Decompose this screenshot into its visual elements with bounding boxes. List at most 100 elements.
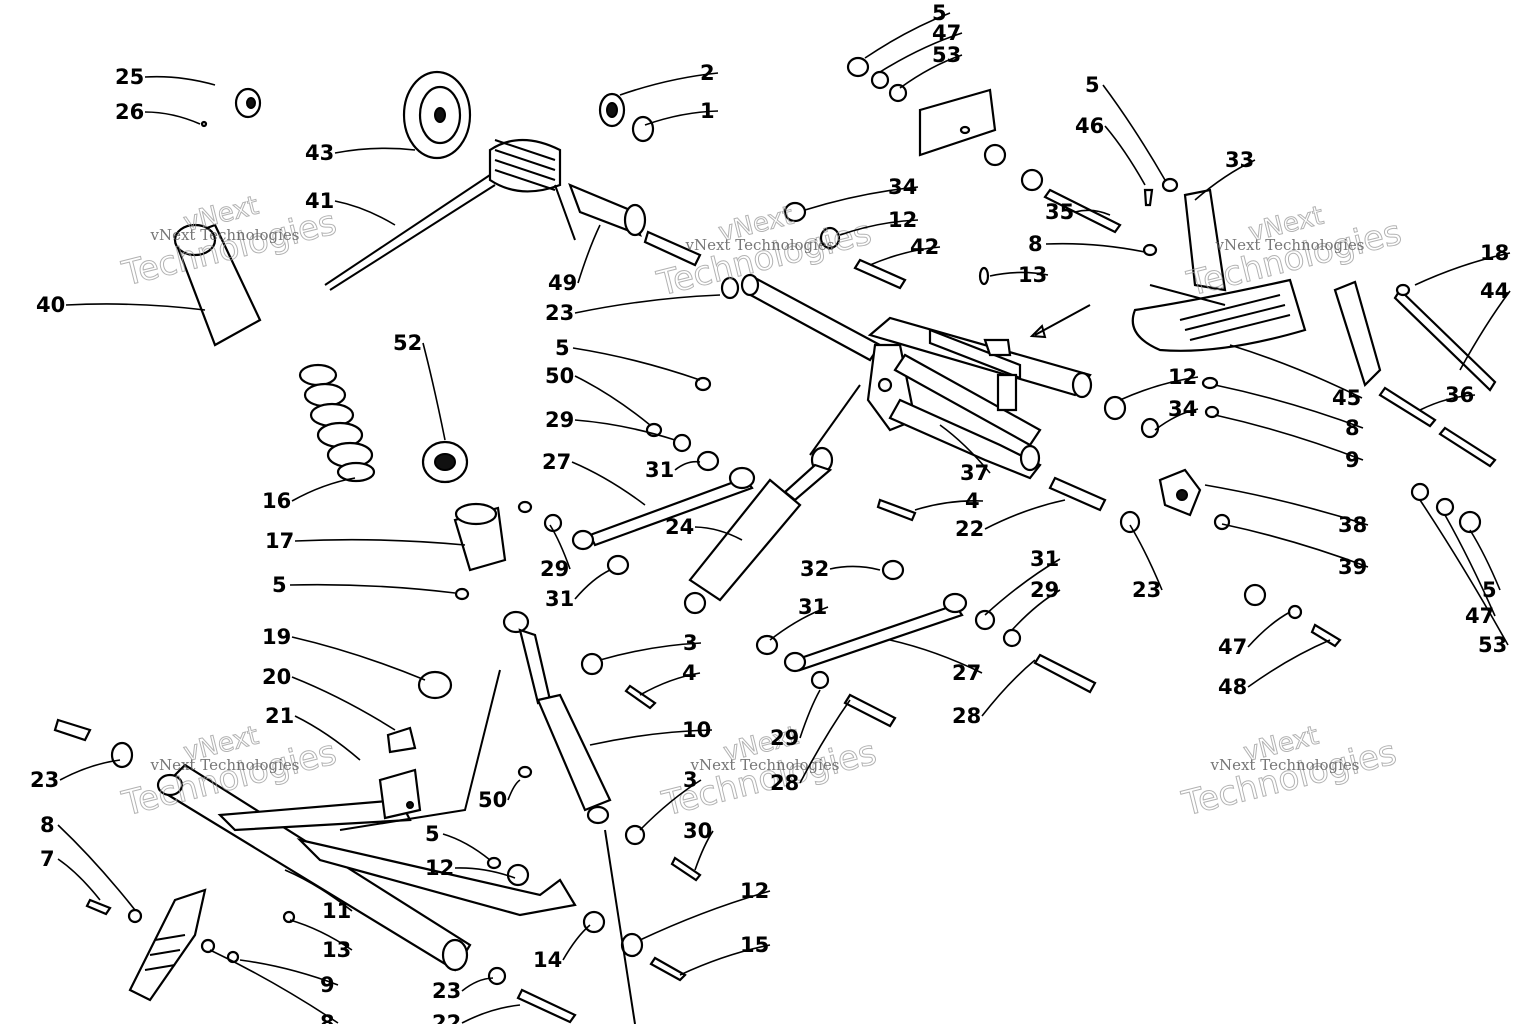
callout-17: 17 [265, 529, 294, 553]
leader-line-23 [1129, 524, 1163, 591]
leader-line-9 [1214, 414, 1364, 461]
leader-line-39 [1221, 523, 1369, 568]
callout-31: 31 [1030, 547, 1059, 571]
leader-line-8 [1214, 384, 1364, 429]
callout-33: 33 [1225, 148, 1254, 172]
watermark-caption: vNext Technologies [689, 756, 839, 774]
leader-line-26 [144, 111, 201, 125]
callout-50: 50 [478, 788, 507, 812]
leader-line-5 [572, 347, 701, 381]
parts-layer [53, 56, 1497, 1024]
callout-34: 34 [1168, 397, 1197, 421]
leader-line-28 [981, 659, 1036, 717]
leader-line-11 [284, 869, 353, 912]
callout-45: 45 [1332, 386, 1361, 410]
callout-18: 18 [1480, 241, 1509, 265]
leader-line-22 [984, 499, 1066, 530]
leader-line-52 [422, 342, 446, 441]
leader-line-23 [59, 759, 121, 781]
callout-12: 12 [1168, 365, 1197, 389]
leader-line-29 [799, 689, 821, 739]
leader-line-8 [1045, 242, 1146, 253]
leader-line-44 [1459, 290, 1511, 371]
leader-line-31 [769, 606, 829, 641]
callout-26: 26 [115, 100, 144, 124]
callout-50: 50 [545, 364, 574, 388]
callout-41: 41 [305, 189, 334, 213]
wheel-bearing-2 [598, 92, 626, 128]
callout-5: 5 [1482, 578, 1497, 602]
leader-line-12 [639, 890, 771, 941]
leader-line-31 [984, 558, 1061, 616]
callout-12: 12 [425, 856, 454, 880]
leader-line-7 [57, 858, 101, 901]
watermark-caption: vNext Technologies [684, 236, 834, 254]
callout-21: 21 [265, 704, 294, 728]
callout-28: 28 [952, 704, 981, 728]
callout-48: 48 [1218, 675, 1247, 699]
callout-37: 37 [960, 461, 989, 485]
leader-line-53 [1419, 499, 1509, 646]
callout-43: 43 [305, 141, 334, 165]
leader-line-12 [839, 219, 919, 236]
callout-31: 31 [645, 458, 674, 482]
callout-27: 27 [952, 661, 981, 685]
leader-line-10 [589, 729, 713, 746]
bushing-23-upper [720, 276, 740, 300]
callout-29: 29 [540, 557, 569, 581]
leader-line-38 [1204, 484, 1369, 526]
callout-11: 11 [322, 899, 351, 923]
callout-16: 16 [262, 489, 291, 513]
leader-line-22 [461, 1004, 521, 1024]
leader-line-47 [1444, 514, 1496, 617]
leader-line-29 [574, 419, 676, 441]
callout-4: 4 [682, 661, 697, 685]
callout-34: 34 [888, 175, 917, 199]
leader-line-43 [334, 147, 416, 154]
callout-14: 14 [533, 948, 562, 972]
leader-line-12 [454, 867, 516, 879]
shock-absorber-24 [683, 446, 834, 615]
front-arm-assembly [156, 763, 577, 972]
assembly-arrows [339, 284, 1226, 1024]
bracket-38 [1158, 468, 1202, 517]
leader-line-1 [644, 110, 719, 126]
callout-23: 23 [1132, 578, 1161, 602]
callout-8: 8 [1345, 416, 1360, 440]
leader-line-5 [1102, 84, 1166, 181]
callout-3: 3 [683, 631, 698, 655]
callout-42: 42 [910, 235, 939, 259]
leader-line-41 [334, 200, 396, 226]
callout-35: 35 [1045, 200, 1074, 224]
slide-clip [918, 88, 997, 157]
leader-line-48 [1247, 639, 1331, 688]
leader-line-12 [1119, 376, 1199, 401]
leader-line-25 [144, 75, 216, 86]
callout-47: 47 [932, 21, 961, 45]
callout-44: 44 [1480, 279, 1509, 303]
link-arm-27-upper [571, 466, 756, 551]
callout-24: 24 [665, 515, 694, 539]
leader-line-5 [442, 833, 491, 861]
callout-30: 30 [683, 819, 712, 843]
leader-line-35 [1074, 209, 1111, 216]
callout-12: 12 [888, 208, 917, 232]
leader-line-34 [804, 186, 919, 211]
callout-19: 19 [262, 625, 291, 649]
leader-line-21 [294, 715, 361, 761]
leader-line-17 [294, 538, 466, 546]
suspension-frame [866, 328, 1042, 480]
callout-27: 27 [542, 450, 571, 474]
hardware [53, 56, 1497, 1024]
leader-line-27 [571, 461, 646, 506]
callout-29: 29 [770, 726, 799, 750]
shock-absorber-10 [502, 610, 612, 825]
callout-9: 9 [320, 973, 335, 997]
callout-25: 25 [115, 65, 144, 89]
leader-lines [57, 12, 1511, 1024]
leader-line-24 [694, 526, 743, 541]
leader-line-9 [239, 959, 339, 986]
callout-38: 38 [1338, 513, 1367, 537]
